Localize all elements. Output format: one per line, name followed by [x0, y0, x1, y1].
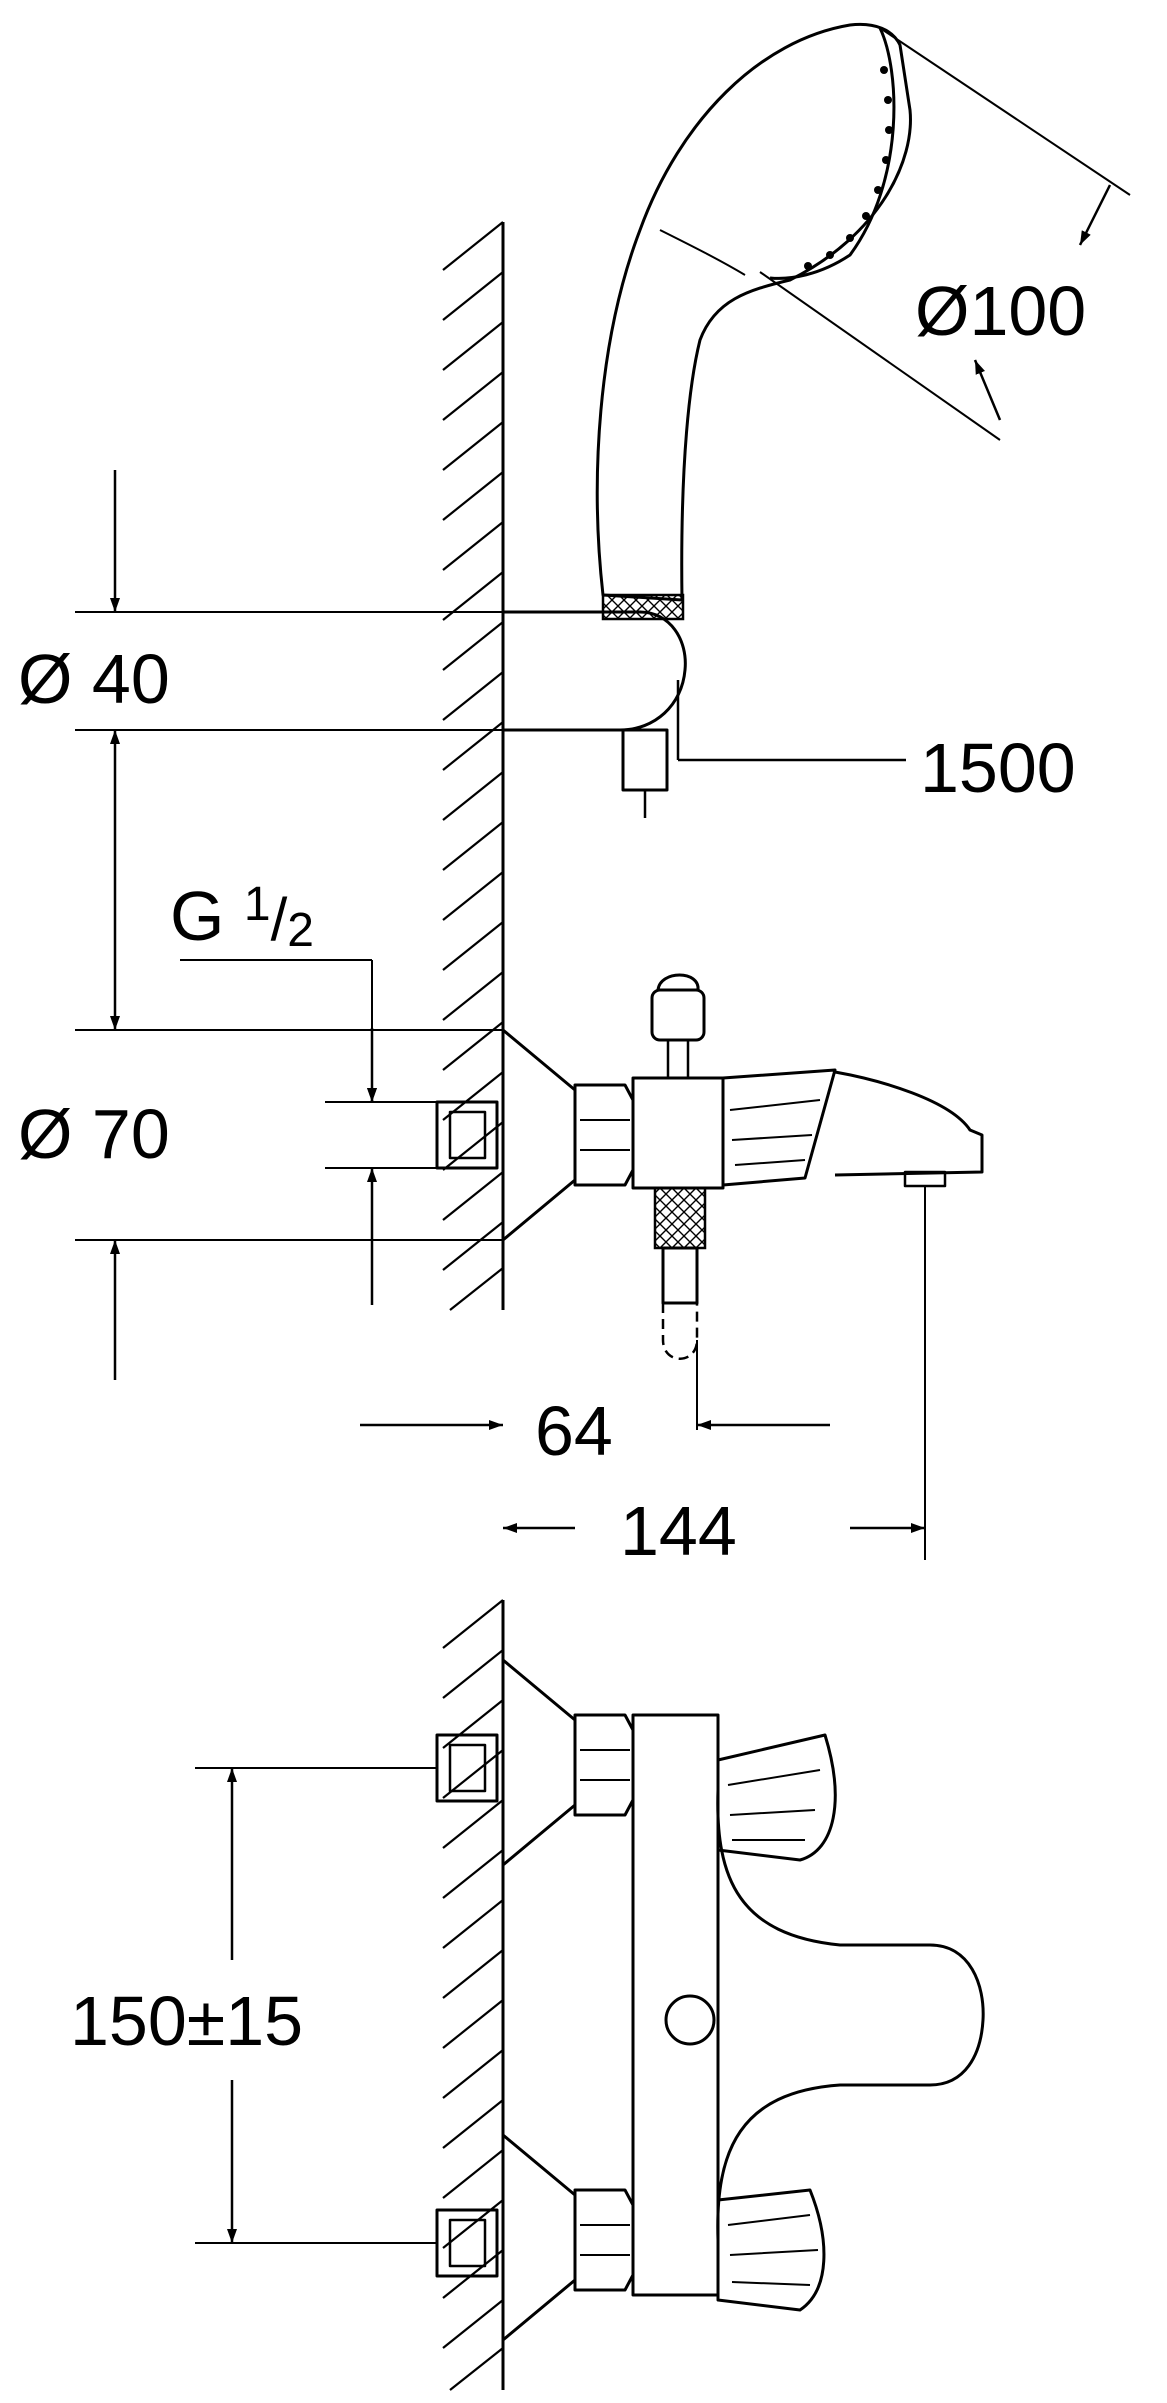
dim-thread-slash: /: [271, 886, 288, 953]
dim-escutcheon-diameter: Ø 70: [18, 1095, 170, 1173]
mixer-front-view: [435, 1658, 985, 2342]
dim-total-projection: 144: [620, 1492, 737, 1570]
wall-lower: [442, 1599, 505, 2391]
shower-nozzles: [804, 66, 893, 270]
dim-lines: [75, 29, 1131, 2244]
dim-thread-denominator: 2: [287, 904, 314, 957]
wall-upper: [442, 221, 505, 1311]
mixer-side-view: [435, 973, 984, 1360]
dim-showerhead-diameter: Ø100: [915, 272, 1086, 350]
dim-centre-distance: 150±15: [70, 1982, 303, 2060]
dim-spout-offset: 64: [535, 1392, 613, 1470]
hose-connector: [621, 680, 906, 818]
dim-thread-numerator: 1: [244, 878, 271, 931]
dim-thread: G 1/2: [170, 877, 314, 957]
wall-hatching-upper: [442, 221, 504, 1311]
wall-hatching-lower: [442, 1599, 504, 2391]
dim-wall-bracket-diameter: Ø 40: [18, 640, 170, 718]
dim-hose-length: 1500: [920, 729, 1076, 807]
dim-thread-main: G: [170, 877, 244, 955]
hand-shower: [595, 22, 912, 621]
wall-bracket: [503, 610, 687, 732]
